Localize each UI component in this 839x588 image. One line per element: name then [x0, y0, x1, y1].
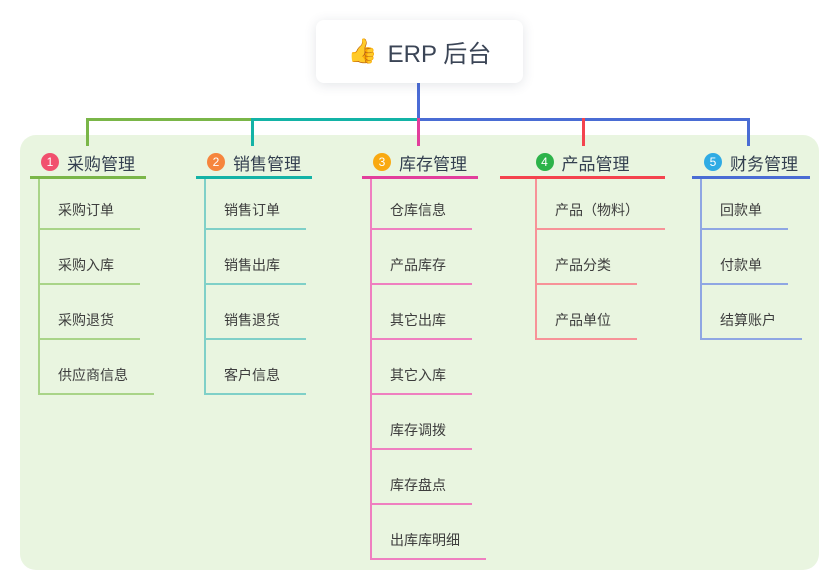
- branch-label: 销售管理: [233, 154, 301, 174]
- branch-4-header[interactable]: 4 产品管理: [500, 148, 665, 179]
- branch-3-child[interactable]: 出库库明细: [370, 529, 486, 560]
- branch-3-header[interactable]: 3 库存管理: [362, 148, 478, 179]
- branch-label: 库存管理: [399, 154, 467, 174]
- connector-stub: [86, 118, 89, 146]
- branch-2-child[interactable]: 销售退货: [204, 309, 306, 340]
- priority-badge: 5: [704, 153, 722, 171]
- connector-stub: [251, 118, 254, 146]
- branch-5-header[interactable]: 5 财务管理: [692, 148, 810, 179]
- branch-label: 采购管理: [67, 154, 135, 174]
- branch-2-header[interactable]: 2 销售管理: [196, 148, 312, 179]
- connector-stub: [582, 118, 585, 146]
- branch-children-line: [700, 179, 702, 340]
- branch-3-child[interactable]: 其它入库: [370, 364, 472, 395]
- thumbs-up-icon: 👍: [347, 37, 378, 65]
- root-stem-line: [417, 82, 420, 120]
- connector-bus-segment: [251, 118, 420, 121]
- priority-badge: 1: [41, 153, 59, 171]
- branch-4-child[interactable]: 产品（物料）: [535, 199, 665, 230]
- branch-4-child[interactable]: 产品单位: [535, 309, 637, 340]
- connector-stub: [417, 118, 420, 146]
- branch-1-child[interactable]: 供应商信息: [38, 364, 154, 395]
- branch-children-line: [38, 179, 40, 395]
- priority-badge: 2: [207, 153, 225, 171]
- branch-2-child[interactable]: 销售订单: [204, 199, 306, 230]
- branch-1-child[interactable]: 采购入库: [38, 254, 140, 285]
- connector-bus-segment: [86, 118, 253, 121]
- branch-children-line: [370, 179, 372, 560]
- root-node[interactable]: 👍 ERP 后台: [316, 20, 523, 83]
- branch-1-header[interactable]: 1 采购管理: [30, 148, 146, 179]
- branch-1-child[interactable]: 采购订单: [38, 199, 140, 230]
- branch-5-child[interactable]: 回款单: [700, 199, 788, 230]
- branch-5-child[interactable]: 付款单: [700, 254, 788, 285]
- connector-stub: [747, 118, 750, 146]
- branch-2-child[interactable]: 销售出库: [204, 254, 306, 285]
- branch-children-line: [204, 179, 206, 395]
- branch-children-line: [535, 179, 537, 340]
- branch-3-child[interactable]: 其它出库: [370, 309, 472, 340]
- branches-background-panel: [20, 135, 819, 570]
- branch-2-child[interactable]: 客户信息: [204, 364, 306, 395]
- priority-badge: 3: [373, 153, 391, 171]
- branch-5-child[interactable]: 结算账户: [700, 309, 802, 340]
- root-title: ERP 后台: [387, 41, 492, 68]
- branch-1-child[interactable]: 采购退货: [38, 309, 140, 340]
- branch-3-child[interactable]: 仓库信息: [370, 199, 472, 230]
- branch-label: 产品管理: [561, 154, 630, 174]
- branch-4-child[interactable]: 产品分类: [535, 254, 637, 285]
- branch-3-child[interactable]: 库存盘点: [370, 474, 472, 505]
- branch-label: 财务管理: [730, 154, 798, 174]
- branch-3-child[interactable]: 库存调拨: [370, 419, 472, 450]
- branch-3-child[interactable]: 产品库存: [370, 254, 472, 285]
- priority-badge: 4: [535, 153, 554, 171]
